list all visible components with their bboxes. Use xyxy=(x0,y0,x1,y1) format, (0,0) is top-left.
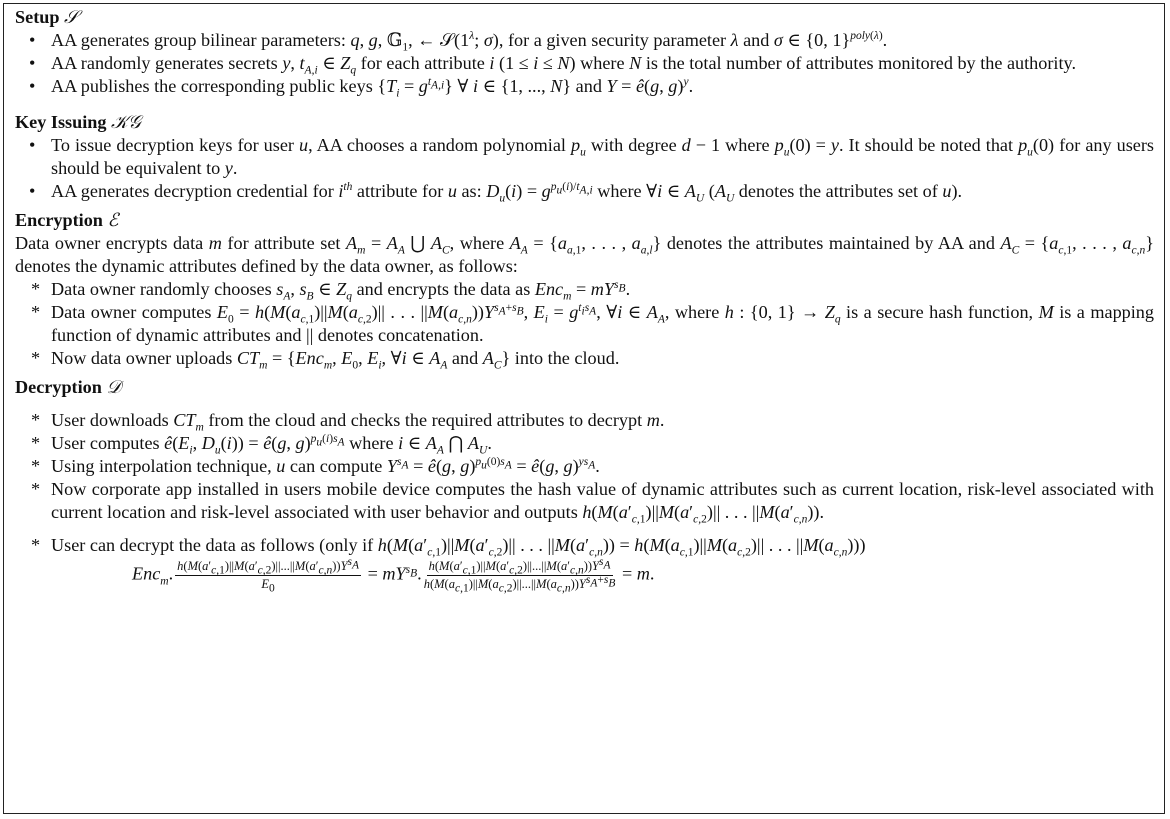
encryption-item-2: *Data owner computes E0 = h(M(ac,1)||M(a… xyxy=(31,301,1154,345)
asterisk-icon: * xyxy=(31,348,41,368)
asterisk-icon: * xyxy=(31,410,41,430)
key-issuing-symbol: 𝒦𝒢 xyxy=(111,112,141,132)
encryption-section: Encryption ℰ Data owner encrypts data m … xyxy=(15,209,1154,372)
decryption-section: Decryption 𝒟 *User downloads CTm from th… xyxy=(15,376,1154,595)
asterisk-icon: * xyxy=(31,456,41,476)
asterisk-icon: * xyxy=(31,433,41,453)
setup-section: Setup 𝒮 •AA generates group bilinear par… xyxy=(15,6,1154,100)
asterisk-icon: * xyxy=(31,479,41,499)
decryption-heading-text: Decryption xyxy=(15,377,102,397)
encryption-intro: Data owner encrypts data m for attribute… xyxy=(15,233,1154,276)
bullet-icon: • xyxy=(29,181,36,201)
asterisk-icon: * xyxy=(31,279,41,299)
key-issuing-heading-text: Key Issuing xyxy=(15,112,107,132)
bullet-icon: • xyxy=(29,53,36,73)
asterisk-icon: * xyxy=(31,535,41,555)
bullet-icon: • xyxy=(29,135,36,155)
key-issuing-item-2: •AA generates decryption credential for … xyxy=(29,180,963,205)
setup-symbol: 𝒮 xyxy=(64,7,79,27)
decryption-symbol: 𝒟 xyxy=(106,377,121,397)
encryption-heading: Encryption ℰ xyxy=(15,209,1154,232)
key-issuing-heading: Key Issuing 𝒦𝒢 xyxy=(15,111,1154,134)
encryption-symbol: ℰ xyxy=(107,210,119,230)
decryption-item-5: *User can decrypt the data as follows (o… xyxy=(31,535,866,559)
setup-item-2: •AA randomly generates secrets y, tA,i ∈… xyxy=(29,53,1076,77)
setup-item-1: •AA generates group bilinear parameters:… xyxy=(29,29,888,54)
encryption-item-1: *Data owner randomly chooses sA, sB ∈ Zq… xyxy=(31,278,631,303)
setup-heading-text: Setup xyxy=(15,7,60,27)
setup-heading: Setup 𝒮 xyxy=(15,6,1154,29)
algorithm-box: Setup 𝒮 •AA generates group bilinear par… xyxy=(3,3,1165,814)
decryption-item-2: *User computes ê(Ei, Du(i)) = ê(g, g)pu(… xyxy=(31,432,492,457)
decryption-item-3: *Using interpolation technique, u can co… xyxy=(31,455,600,476)
encryption-item-3: *Now data owner uploads CTm = {Encm, E0,… xyxy=(31,348,620,372)
bullet-icon: • xyxy=(29,76,36,96)
key-issuing-section: Key Issuing 𝒦𝒢 •To issue decryption keys… xyxy=(15,111,1154,205)
decryption-heading: Decryption 𝒟 xyxy=(15,376,1154,399)
encryption-heading-text: Encryption xyxy=(15,210,103,230)
final-equation: Encm.h(M(a′c,1)||M(a′c,2)||...||M(a′c,n)… xyxy=(132,555,655,595)
decryption-item-1: *User downloads CTm from the cloud and c… xyxy=(31,410,665,434)
bullet-icon: • xyxy=(29,30,36,50)
setup-item-3: •AA publishes the corresponding public k… xyxy=(29,75,694,100)
key-issuing-item-1: •To issue decryption keys for user u, AA… xyxy=(29,135,1154,178)
decryption-item-4: *Now corporate app installed in users mo… xyxy=(31,479,1154,526)
asterisk-icon: * xyxy=(31,302,41,322)
